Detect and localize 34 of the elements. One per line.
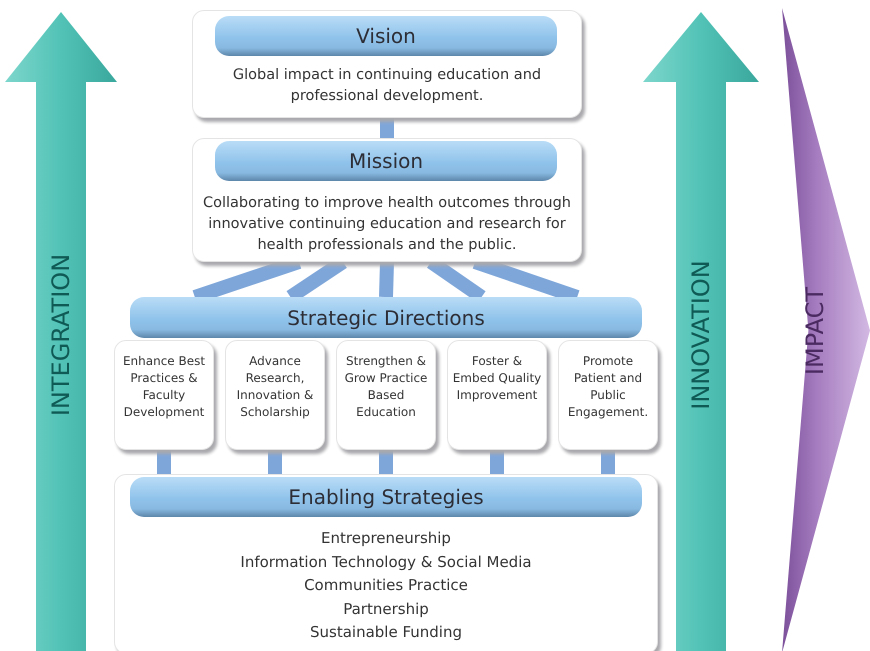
direction-card — [114, 340, 214, 450]
heading-banner: Mission — [215, 141, 557, 181]
direction-card — [558, 340, 658, 450]
statement-text: Global impact in continuing education and professional development. — [232, 66, 542, 106]
arrow-label: INNOVATION — [687, 260, 715, 410]
connector-bar — [268, 450, 282, 474]
arrow-label: IMPACT — [801, 286, 830, 375]
direction-text: Foster & Embed Quality Improvement — [452, 353, 542, 404]
direction-text: Strengthen & Grow Practice Based Education — [344, 353, 428, 421]
heading-banner: Enabling Strategies — [130, 477, 642, 517]
strategy-card — [114, 474, 658, 651]
strategy-item: Communities Practice — [304, 575, 468, 596]
statement-card — [192, 10, 582, 118]
strategy-item: Sustainable Funding — [310, 622, 462, 643]
direction-text: Advance Research, Innovation & Scholarship — [236, 353, 314, 421]
connector-bar — [379, 262, 394, 298]
direction-text: Promote Patient and Public Engagement. — [566, 353, 650, 421]
heading-banner: Strategic Directions — [130, 297, 642, 338]
direction-card — [225, 340, 325, 450]
arrow-label: INTEGRATION — [47, 253, 75, 416]
statement-text: Collaborating to improve health outcomes through innovative continuing education and research for health professionals and the public. — [202, 194, 572, 255]
direction-card — [447, 340, 547, 450]
direction-card — [336, 340, 436, 450]
strategy-item: Information Technology & Social Media — [240, 552, 532, 572]
connector-bar — [380, 118, 394, 138]
strategy-item: Partnership — [343, 598, 429, 620]
connector-bar — [157, 450, 171, 474]
direction-text: Enhance Best Practices & Faculty Development — [122, 353, 206, 421]
strategy-item: Entrepreneurship — [321, 528, 451, 549]
statement-card — [192, 138, 582, 262]
heading-banner: Vision — [215, 16, 557, 56]
connector-bar — [379, 450, 393, 474]
connector-bar — [601, 450, 615, 474]
connector-bar — [490, 450, 504, 474]
